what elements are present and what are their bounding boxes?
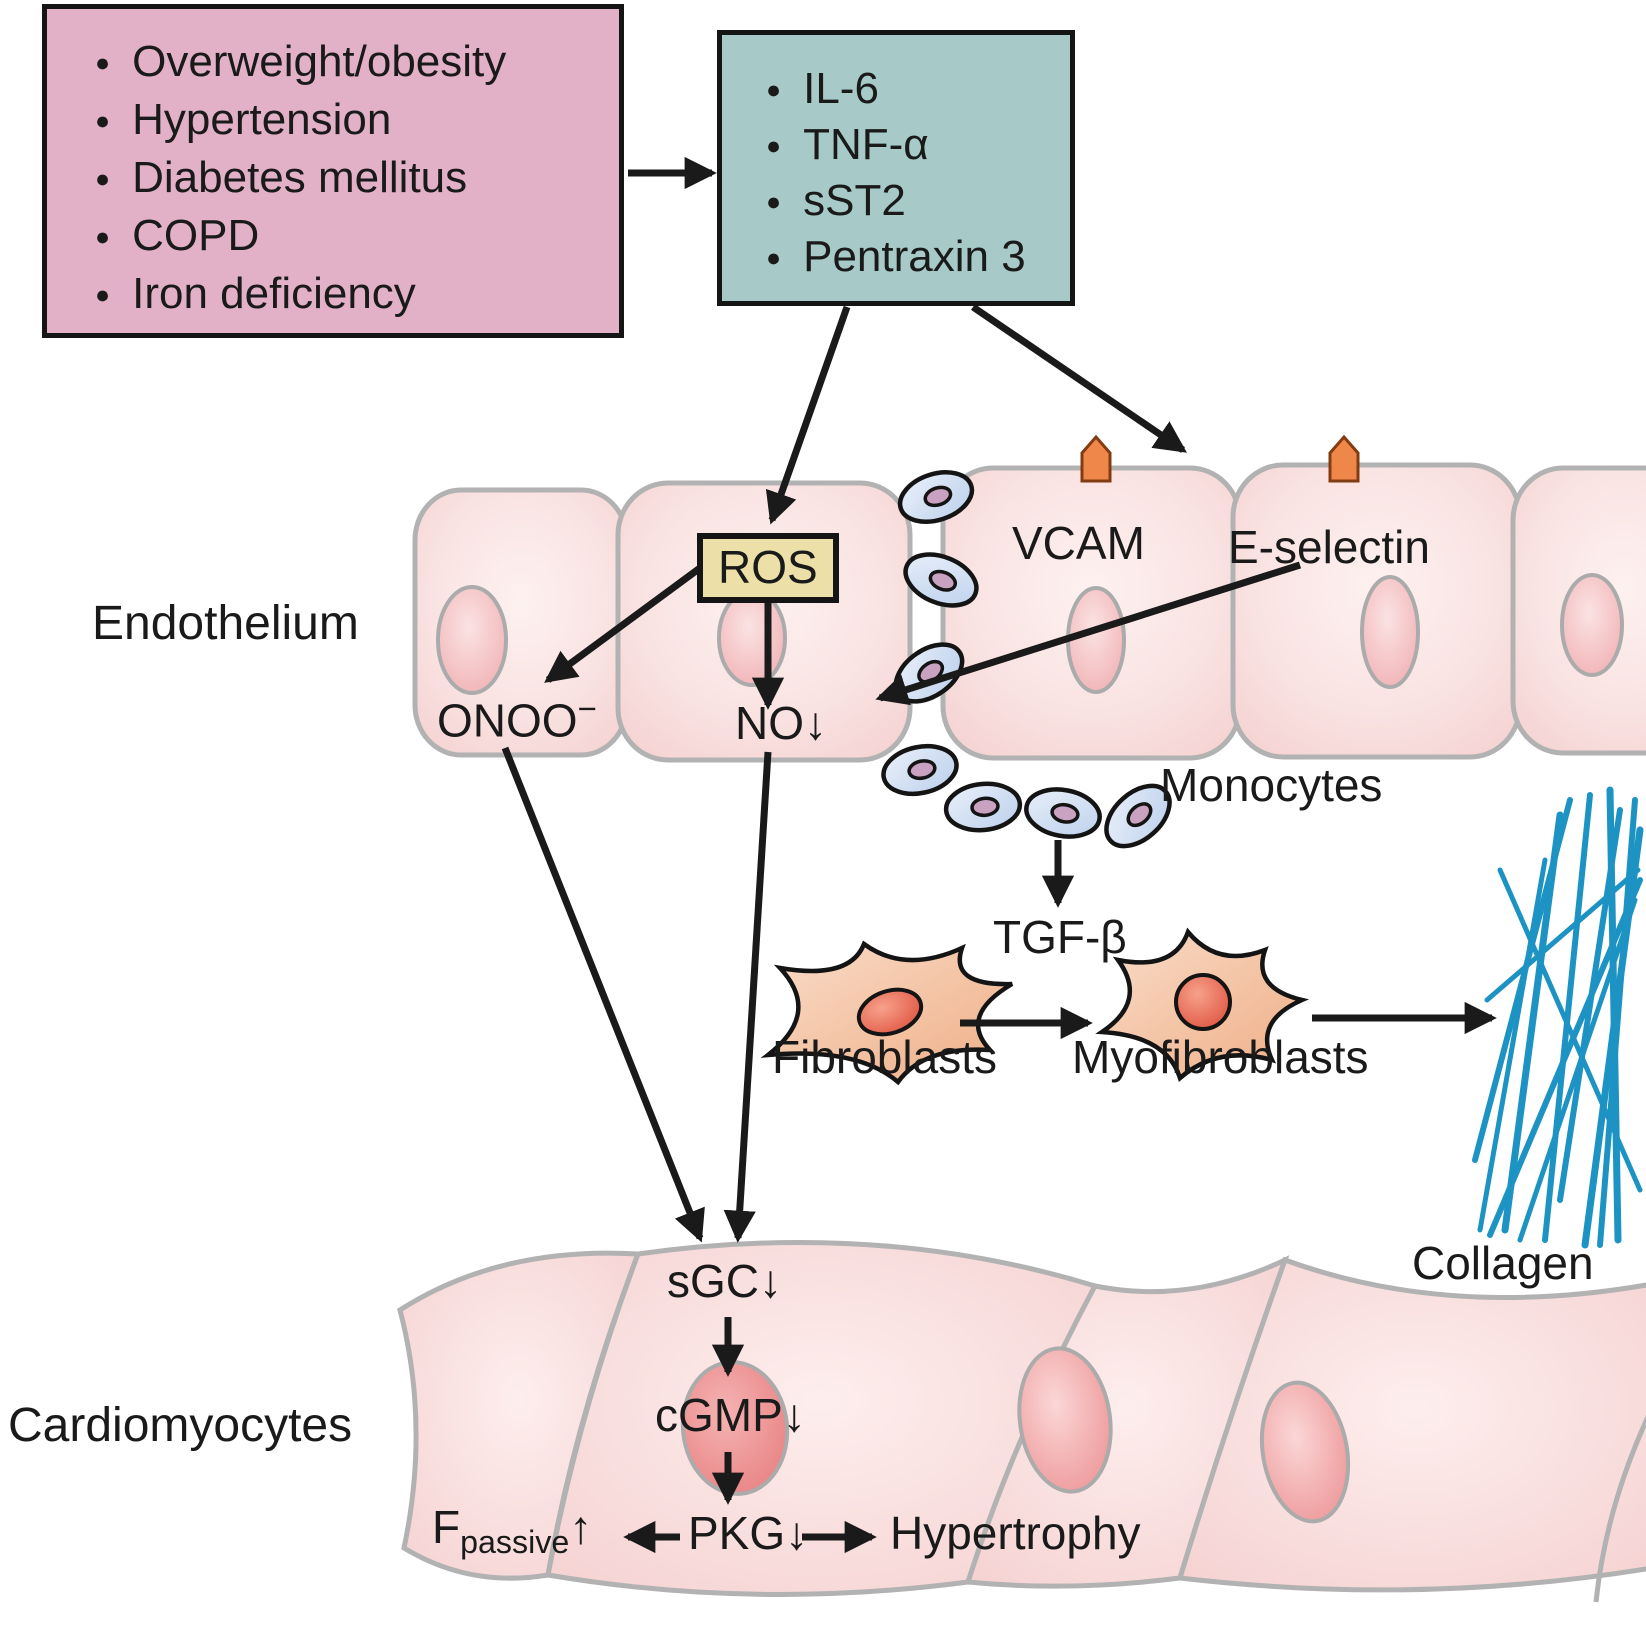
monocyte-nucleus — [928, 569, 958, 592]
cardiomyocyte-nucleus — [1017, 1346, 1113, 1494]
monocyte-nucleus — [1050, 802, 1080, 824]
comorbidity-item-label: Iron deficiency — [132, 269, 416, 318]
adhesion-markers — [1080, 434, 1360, 483]
eselectin-marker-icon — [1328, 434, 1360, 483]
endothelial-nucleus — [717, 589, 787, 687]
biomarker-item-label: sST2 — [803, 176, 906, 225]
fibroblasts-label: Fibroblasts — [772, 1031, 997, 1083]
comorbidity-item: Overweight/obesity — [95, 33, 609, 91]
biomarker-item: TNF-α — [766, 117, 1064, 173]
endothelial-nucleus — [1360, 575, 1420, 689]
biomarker-item: sST2 — [766, 173, 1064, 229]
monocyte — [1104, 783, 1172, 849]
comorbidity-item: Hypertension — [95, 91, 609, 149]
hypertrophy-label: Hypertrophy — [890, 1507, 1141, 1559]
comorbidity-item: Iron deficiency — [95, 265, 609, 323]
pkg-label: PKG↓ — [688, 1507, 809, 1559]
cgmp-label: cGMP↓ — [655, 1389, 806, 1441]
fpassive-label: Fpassive↑ — [432, 1502, 592, 1561]
cardiomyocytes-label: Cardiomyocytes — [8, 1399, 353, 1452]
monocytes-group — [881, 470, 1172, 849]
endothelial-nucleus — [436, 585, 508, 695]
comorbidities-box: Overweight/obesity Hypertension Diabetes… — [42, 4, 624, 338]
monocyte-nucleus — [1126, 802, 1153, 828]
biomarker-item: Pentraxin 3 — [766, 229, 1064, 285]
vcam-label: VCAM — [1012, 517, 1145, 569]
endothelium-row — [412, 462, 1646, 763]
biomarker-item-label: TNF-α — [803, 120, 929, 169]
arrow-eselectin-to-monocyte — [875, 561, 1302, 706]
ros-box: ROS — [697, 533, 839, 603]
myofibroblasts-label: Myofibroblasts — [1072, 1031, 1369, 1083]
collagen-label: Collagen — [1412, 1237, 1594, 1289]
monocyte-nucleus — [907, 759, 937, 781]
endothelium-label: Endothelium — [92, 597, 359, 650]
comorbidity-item-label: COPD — [132, 211, 260, 260]
comorbidity-item: COPD — [95, 207, 609, 265]
onoo-superscript: − — [577, 691, 597, 728]
fibroblast-cell — [760, 940, 1014, 1086]
arrow-biomarkers-to-adhesion — [971, 304, 1187, 453]
monocyte-nucleus — [923, 485, 953, 508]
cardiomyocyte-nuclei — [680, 1346, 1351, 1524]
sgc-label: sGC↓ — [667, 1255, 782, 1307]
comorbidity-item-label: Diabetes mellitus — [132, 153, 468, 202]
fpassive-base: F — [432, 1501, 461, 1553]
biomarkers-box: IL-6 TNF-α sST2 Pentraxin 3 — [717, 30, 1075, 306]
onoo-base: ONOO — [437, 694, 578, 747]
cardiomyocyte-nucleus — [1259, 1380, 1351, 1524]
biomarker-item-label: IL-6 — [803, 64, 879, 113]
arrow-onoo-to-sgc — [501, 746, 705, 1243]
arrow-ros-to-onoo — [544, 565, 703, 683]
fpassive-up-arrow: ↑ — [569, 1501, 593, 1553]
endothelial-nucleus — [1560, 573, 1624, 677]
vcam-marker-icon — [1080, 434, 1112, 483]
arrow-no-to-sgc — [723, 751, 772, 1243]
fibroblast-nucleus — [856, 987, 924, 1037]
eselectin-label: E-selectin — [1228, 521, 1430, 573]
monocyte — [943, 781, 1023, 833]
endothelial-nucleus — [1066, 586, 1126, 694]
comorbidity-item-label: Overweight/obesity — [132, 37, 507, 86]
monocyte — [881, 743, 959, 797]
monocytes-label: Monocytes — [1160, 759, 1383, 811]
cardiomyocyte-junction — [1593, 1415, 1646, 1603]
myofibroblast-nucleus — [1174, 973, 1232, 1031]
arrow-biomarkers-to-ros — [765, 305, 851, 525]
arrows — [501, 156, 1497, 1554]
monocyte-nucleus — [970, 796, 1000, 818]
monocyte — [897, 470, 975, 524]
endothelial-nuclei — [436, 573, 1624, 695]
biomarkers-list: IL-6 TNF-α sST2 Pentraxin 3 — [766, 61, 1064, 285]
monocyte — [1024, 787, 1102, 839]
onoo-label: ONOO− — [437, 691, 597, 747]
tgfb-label: TGF-β — [993, 911, 1127, 963]
comorbidities-list: Overweight/obesity Hypertension Diabetes… — [95, 33, 609, 323]
comorbidity-item-label: Hypertension — [132, 95, 392, 144]
comorbidity-item: Diabetes mellitus — [95, 149, 609, 207]
ros-label: ROS — [718, 541, 818, 593]
biomarker-item-label: Pentraxin 3 — [803, 232, 1026, 281]
myofibroblast-cell — [1095, 927, 1310, 1082]
biomarker-item: IL-6 — [766, 61, 1064, 117]
monocyte — [903, 552, 979, 608]
fpassive-subscript: passive — [460, 1524, 570, 1561]
no-label: NO↓ — [735, 697, 827, 749]
collagen-fibers — [1472, 786, 1644, 1249]
